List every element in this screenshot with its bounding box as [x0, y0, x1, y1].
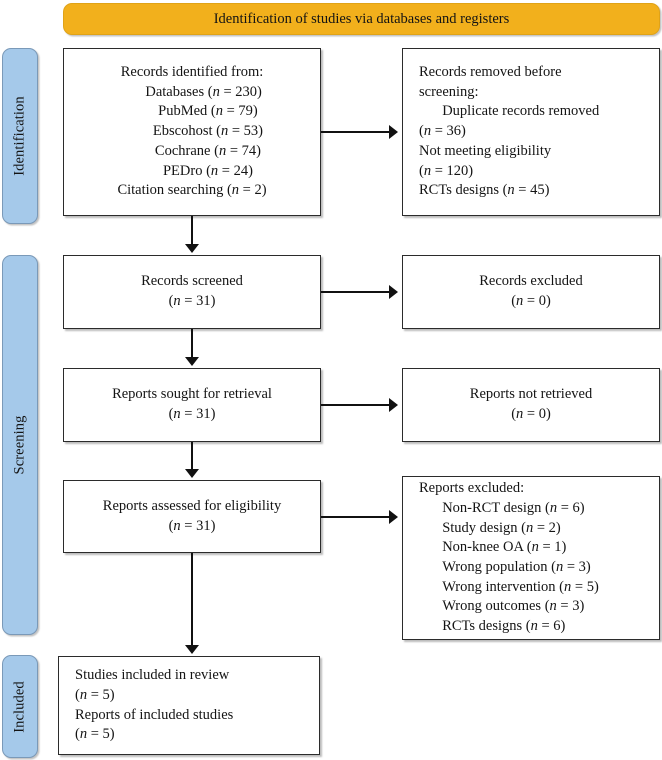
line-text: Records removed before: [419, 63, 562, 80]
line-text: Wrong intervention (n = 5): [442, 578, 599, 595]
connector-identified-to-removed: [321, 131, 391, 133]
arrowhead-down-icon: [185, 357, 199, 366]
line-text: Reports not retrieved: [469, 386, 593, 403]
flow-box-reports-excluded: Reports excluded: Non-RCT design (n = 6)…: [402, 476, 660, 640]
connector-sought-to-assessed: [191, 442, 193, 470]
line-text: PubMed (n = 79): [158, 103, 258, 120]
connector-screened-to-excluded: [321, 291, 391, 293]
line-text: Study design (n = 2): [442, 519, 561, 536]
flow-box-records-screened: Records screened (n = 31): [63, 255, 321, 329]
line-text: Reports sought for retrieval: [112, 386, 272, 403]
connector-assessed-to-reports-excluded: [321, 516, 391, 518]
stage-tab-included-label: Included: [11, 680, 28, 733]
line-text: (n = 5): [75, 686, 115, 703]
line-text: screening:: [419, 83, 479, 100]
line-text: Citation searching (n = 2): [117, 182, 267, 199]
line-text: Ebscohost (n = 53): [152, 123, 263, 140]
line-text: Databases (n = 230): [145, 83, 262, 100]
arrowhead-right-icon: [389, 510, 398, 524]
line-text: Wrong outcomes (n = 3): [442, 598, 585, 615]
arrowhead-right-icon: [389, 398, 398, 412]
flow-box-records-removed: Records removed before screening: Duplic…: [402, 48, 660, 216]
line-text: RCTs designs (n = 6): [442, 618, 566, 635]
stage-tab-screening: Screening: [2, 255, 38, 635]
line-text: Not meeting eligibility: [419, 142, 552, 159]
flow-box-reports-not-retrieved: Reports not retrieved (n = 0): [402, 368, 660, 442]
flow-box-reports-assessed: Reports assessed for eligibility (n = 31…: [63, 480, 321, 553]
line-text: Duplicate records removed: [442, 103, 600, 120]
line-text: Wrong population (n = 3): [442, 559, 591, 575]
arrowhead-down-icon: [185, 469, 199, 478]
phase-banner-identification: Identification of studies via databases …: [63, 3, 660, 35]
line-text: (n = 0): [511, 406, 551, 422]
phase-banner-label: Identification of studies via databases …: [213, 10, 510, 27]
line-text: Reports assessed for eligibility: [102, 497, 282, 514]
line-text: Records identified from:: [120, 63, 264, 80]
arrowhead-right-icon: [389, 125, 398, 139]
flow-box-records-identified: Records identified from: Databases (n = …: [63, 48, 321, 216]
flow-box-records-excluded: Records excluded (n = 0): [402, 255, 660, 329]
line-text: (n = 31): [168, 517, 216, 534]
line-text: RCTs designs (n = 45): [419, 182, 550, 199]
arrowhead-down-icon: [185, 244, 199, 253]
line-text: (n = 36): [419, 123, 466, 140]
line-text: Records screened: [141, 273, 243, 290]
stage-tab-included: Included: [2, 655, 38, 758]
stage-tab-identification: Identification: [2, 48, 38, 224]
line-text: Records excluded: [479, 273, 583, 290]
line-text: (n = 31): [168, 293, 216, 309]
connector-screened-to-sought: [191, 329, 193, 359]
line-text: Cochrane (n = 74): [154, 142, 261, 159]
line-text: Studies included in review: [75, 667, 230, 684]
line-text: Reports excluded:: [419, 480, 525, 497]
line-text: (n = 120): [419, 162, 474, 179]
connector-identified-to-screened: [191, 216, 193, 246]
stage-tab-screening-label: Screening: [11, 415, 28, 475]
line-text: (n = 5): [75, 726, 115, 743]
arrowhead-down-icon: [185, 645, 199, 654]
line-text: PEDro (n = 24): [162, 162, 253, 179]
flow-box-studies-included: Studies included in review (n = 5) Repor…: [58, 656, 320, 755]
arrowhead-right-icon: [389, 285, 398, 299]
connector-sought-to-not-retrieved: [321, 404, 391, 406]
flow-box-reports-sought: Reports sought for retrieval (n = 31): [63, 368, 321, 442]
line-text: Reports of included studies: [75, 706, 234, 723]
stage-tab-identification-label: Identification: [11, 96, 28, 176]
line-text: Non-knee OA (n = 1): [442, 539, 567, 556]
line-text: (n = 31): [168, 406, 216, 422]
line-text: Non-RCT design (n = 6): [442, 499, 585, 516]
line-text: (n = 0): [511, 293, 551, 309]
connector-assessed-to-included: [191, 553, 193, 647]
